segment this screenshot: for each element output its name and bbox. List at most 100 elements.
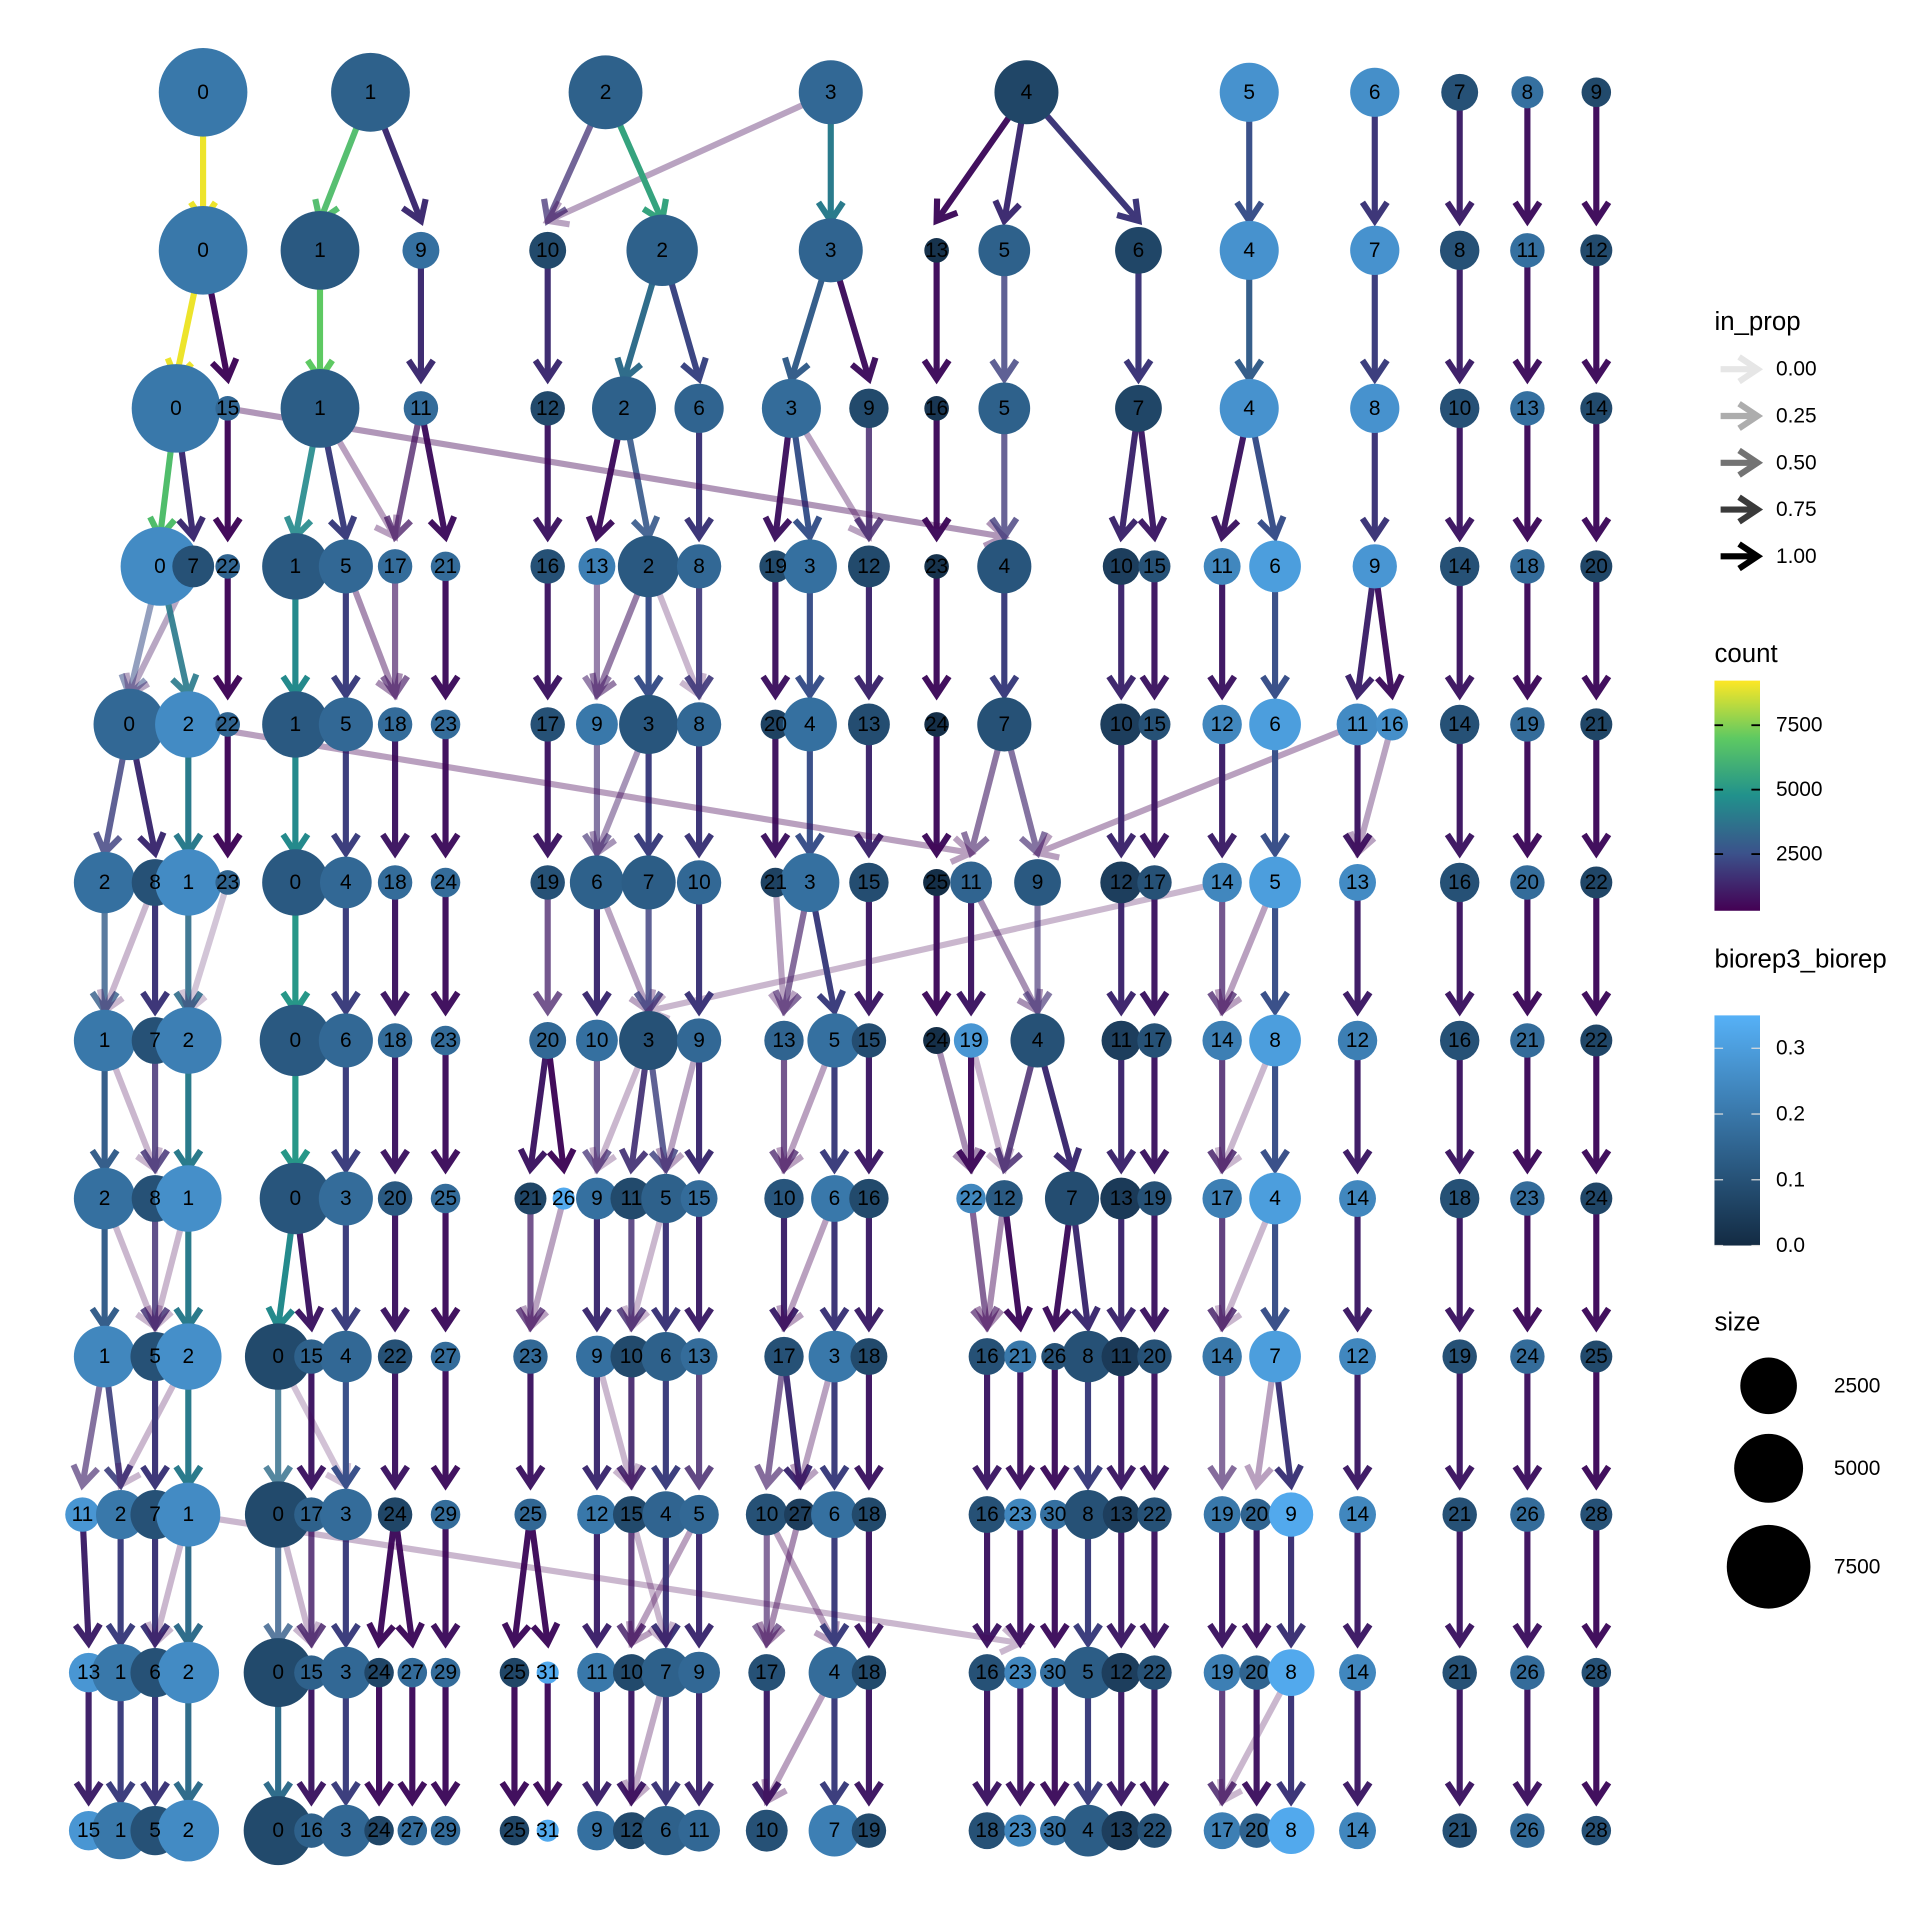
edge-arrow bbox=[1106, 1356, 1137, 1491]
edge-arrow bbox=[754, 1356, 788, 1491]
cluster-node-label: 11 bbox=[1517, 239, 1539, 262]
edge-arrow bbox=[1207, 1198, 1238, 1333]
edge-arrow bbox=[542, 89, 833, 228]
cluster-node-circle bbox=[73, 851, 136, 914]
cluster-node-circle bbox=[262, 691, 329, 758]
cluster-node-circle bbox=[808, 1804, 861, 1857]
cluster-node-label: 14 bbox=[1211, 1029, 1235, 1052]
biorep-colorbar bbox=[1714, 1015, 1760, 1246]
cluster-node-circle bbox=[294, 1497, 329, 1532]
cluster-node-label: 8 bbox=[1369, 397, 1381, 420]
cluster-node-label: 12 bbox=[620, 1819, 643, 1842]
cluster-node-circle bbox=[280, 368, 360, 448]
cluster-node-circle bbox=[1581, 77, 1612, 108]
cluster-node-circle bbox=[1010, 1013, 1065, 1068]
cluster-node-label: 21 bbox=[1516, 1029, 1539, 1052]
edge-arrow bbox=[684, 1514, 714, 1649]
cluster-node-label: 15 bbox=[857, 1029, 880, 1052]
cluster-node-circle bbox=[1014, 859, 1061, 906]
cluster-node-circle bbox=[514, 1182, 547, 1215]
edge-arrow bbox=[1444, 1514, 1475, 1649]
cluster-node-label: 19 bbox=[536, 871, 559, 894]
cluster-node-circle bbox=[1203, 1654, 1241, 1692]
edge-arrow bbox=[1581, 1198, 1612, 1333]
cluster-node-label: 7 bbox=[1454, 81, 1466, 104]
legend-size-label: 2500 bbox=[1834, 1374, 1881, 1397]
cluster-node-circle bbox=[575, 1177, 618, 1220]
cluster-node-label: 4 bbox=[998, 555, 1010, 578]
edge-arrow bbox=[756, 1513, 803, 1649]
cluster-node-circle bbox=[294, 1655, 329, 1690]
edge-layer bbox=[70, 89, 1612, 1807]
cluster-node-label: 4 bbox=[1032, 1029, 1044, 1052]
cluster-node-label: 14 bbox=[1346, 1503, 1370, 1526]
cluster-node-label: 12 bbox=[585, 1503, 608, 1526]
cluster-node-circle bbox=[1267, 1649, 1315, 1696]
edge-arrow bbox=[972, 1514, 1002, 1649]
edge-arrow bbox=[1207, 1514, 1238, 1649]
cluster-node-circle bbox=[499, 1657, 530, 1688]
cluster-node-label: 11 bbox=[960, 871, 982, 894]
cluster-node-circle bbox=[430, 1025, 461, 1056]
cluster-node-label: 1 bbox=[99, 1345, 111, 1368]
cluster-node-circle bbox=[430, 709, 461, 740]
cluster-node-label: 20 bbox=[383, 1187, 406, 1210]
edge-arrow bbox=[854, 1672, 884, 1807]
cluster-node-circle bbox=[1339, 864, 1376, 901]
cluster-node-circle bbox=[1442, 1655, 1477, 1690]
cluster-node-label: 7 bbox=[187, 555, 199, 578]
edge-arrow bbox=[515, 1198, 546, 1333]
legend-size-circle bbox=[1734, 1433, 1804, 1503]
cluster-node-circle bbox=[1439, 1178, 1480, 1219]
cluster-node-circle bbox=[680, 1180, 718, 1217]
cluster-node-circle bbox=[676, 1018, 722, 1063]
cluster-node-circle bbox=[1004, 1340, 1037, 1373]
cluster-node-label: 16 bbox=[1448, 1029, 1471, 1052]
cluster-node-label: 12 bbox=[1211, 713, 1234, 736]
edge-arrow bbox=[921, 566, 952, 701]
cluster-node-circle bbox=[591, 376, 657, 441]
edge-arrow bbox=[1581, 566, 1612, 701]
edge-arrow bbox=[366, 1514, 399, 1649]
cluster-node-circle bbox=[780, 852, 840, 912]
cluster-node-circle bbox=[851, 1023, 887, 1058]
edge-arrow bbox=[296, 1514, 327, 1649]
cluster-node-label: 3 bbox=[829, 1345, 841, 1368]
cluster-node-label: 7 bbox=[1269, 1345, 1281, 1368]
edge-arrow bbox=[1512, 1514, 1543, 1649]
edge-arrow bbox=[1005, 1356, 1036, 1491]
legend-biorep-label: 0.0 bbox=[1776, 1234, 1805, 1257]
cluster-node-label: 6 bbox=[591, 871, 603, 894]
cluster-node-label: 5 bbox=[1243, 81, 1255, 104]
node-layer bbox=[65, 48, 1613, 1866]
edge-arrow bbox=[854, 1040, 884, 1175]
cluster-node-label: 17 bbox=[536, 713, 559, 736]
cluster-node-label: 11 bbox=[72, 1503, 94, 1526]
cluster-node-label: 12 bbox=[1110, 871, 1133, 894]
cluster-node-circle bbox=[985, 1180, 1023, 1217]
cluster-node-label: 4 bbox=[804, 713, 816, 736]
cluster-node-circle bbox=[641, 1173, 691, 1224]
cluster-node-label: 0 bbox=[154, 555, 166, 578]
cluster-node-label: 16 bbox=[1380, 713, 1403, 736]
edge-arrow bbox=[1581, 724, 1612, 859]
cluster-node-circle bbox=[1101, 1652, 1141, 1693]
cluster-node-label: 6 bbox=[149, 1661, 161, 1684]
cluster-node-label: 28 bbox=[1585, 1819, 1608, 1842]
edge-arrow bbox=[1512, 724, 1543, 859]
cluster-node-label: 3 bbox=[340, 1661, 352, 1684]
cluster-node-circle bbox=[808, 1646, 861, 1699]
cluster-node-label: 23 bbox=[1009, 1503, 1032, 1526]
cluster-node-label: 27 bbox=[788, 1503, 811, 1526]
cluster-node-circle bbox=[430, 551, 461, 582]
cluster-node-circle bbox=[530, 865, 565, 900]
cluster-node-circle bbox=[850, 1338, 888, 1376]
cluster-node-label: 9 bbox=[693, 1661, 705, 1684]
cluster-node-label: 10 bbox=[1110, 713, 1133, 736]
legend-in-prop-label: 0.75 bbox=[1776, 498, 1817, 521]
cluster-node-circle bbox=[1339, 1180, 1376, 1217]
cluster-node-label: 18 bbox=[857, 1661, 880, 1684]
edge-arrow bbox=[1444, 1356, 1475, 1491]
cluster-node-label: 17 bbox=[1211, 1819, 1234, 1842]
edge-arrow bbox=[1512, 1198, 1543, 1333]
